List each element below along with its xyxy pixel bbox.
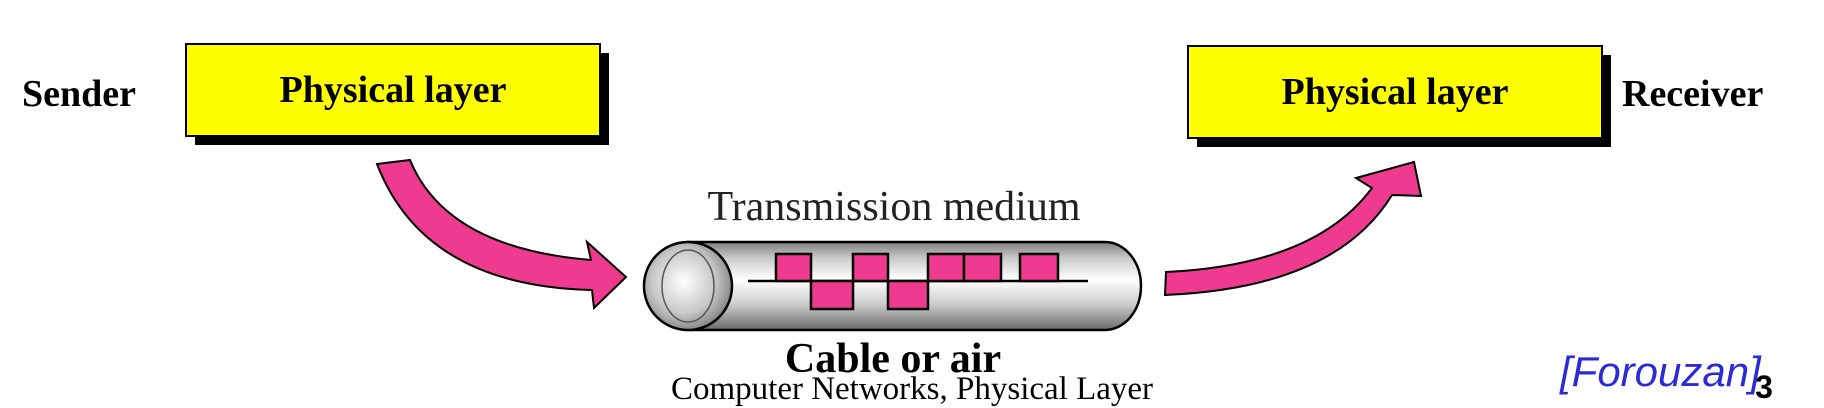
signal-pulse-up [1018, 252, 1060, 283]
citation: [Forouzan] [1559, 348, 1762, 395]
medium-caption: Cable or air [785, 336, 1001, 382]
signal-pulse-up [962, 252, 1003, 283]
receiver-physical-layer-box: Physical layer [1187, 45, 1611, 147]
medium-title: Transmission medium [708, 184, 1081, 230]
signal-pulse-down [809, 279, 855, 311]
digital-signal [774, 252, 1060, 311]
sender-to-medium-arrow [375, 158, 628, 311]
receiver-box-label: Physical layer [1282, 71, 1509, 113]
signal-pulse-up [774, 252, 813, 283]
sender-box-label: Physical layer [280, 69, 507, 111]
signal-pulse-up [851, 252, 890, 283]
cable-end-cap [642, 240, 734, 332]
signal-pulse-down [886, 279, 930, 311]
medium-to-receiver-arrow [1163, 160, 1423, 297]
signal-pulse-up [926, 252, 966, 283]
receiver-label: Receiver [1622, 73, 1763, 115]
page-number: 3 [1755, 369, 1773, 405]
sender-label: Sender [22, 73, 136, 115]
sender-physical-layer-box: Physical layer [185, 43, 609, 145]
footer-course-title: Computer Networks, Physical Layer [671, 371, 1153, 407]
